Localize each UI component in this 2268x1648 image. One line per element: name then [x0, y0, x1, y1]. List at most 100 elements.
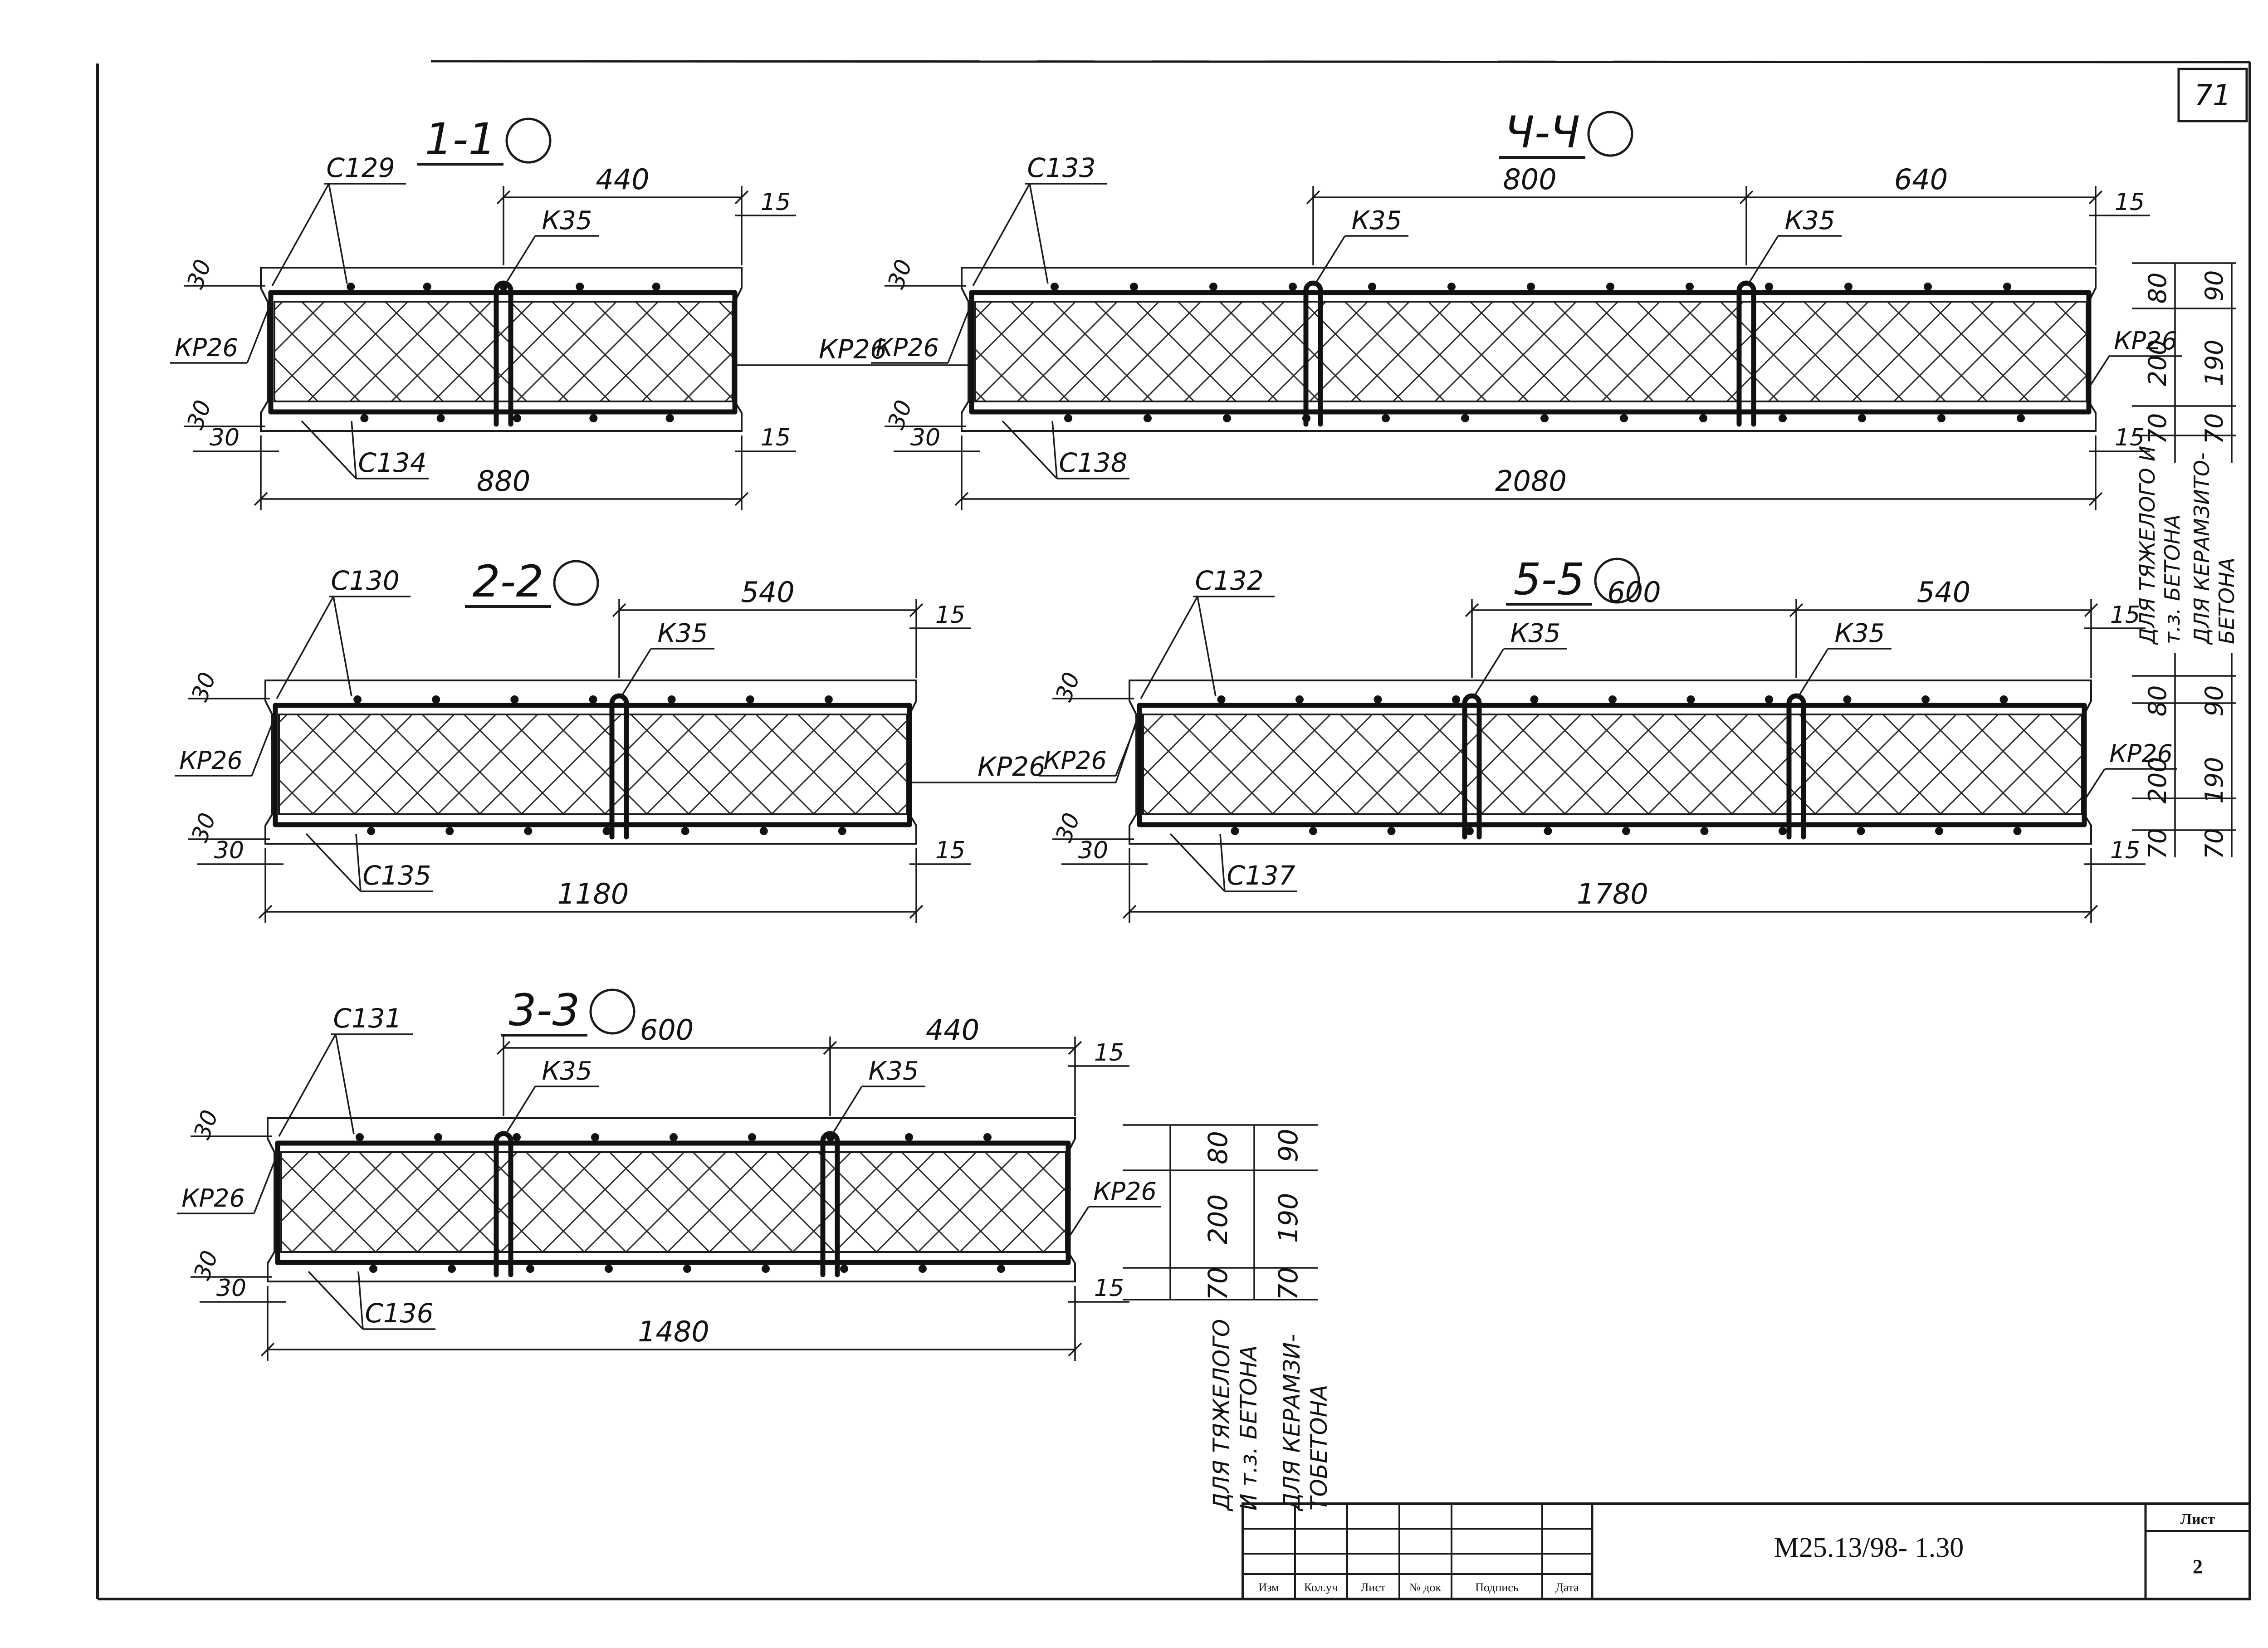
- side-frame-right-3: КР26: [1093, 1177, 1157, 1206]
- edge-right-bottom-4: 15: [2115, 424, 2145, 451]
- top-bars-label-4: С133: [1027, 152, 1095, 183]
- section-title-1: 1-1: [425, 114, 496, 165]
- bottom-bars-label-1: С134: [358, 447, 426, 478]
- shared-frame-label-row2: КР26: [912, 707, 1142, 783]
- loop-label-4-2: К35: [1784, 206, 1835, 235]
- span-3-2: 440: [926, 1013, 979, 1047]
- top-bars-label-5: С132: [1195, 565, 1263, 596]
- dim-right5-90: 90: [2200, 685, 2229, 717]
- thickness-dims-right: 80 200 70 90 190 70 ДЛЯ ТЯЖЕЛОГО И т.з. …: [2132, 262, 2239, 860]
- note-right-clay-1: ДЛЯ КЕРАМЗИТО-: [2190, 452, 2214, 645]
- dim-heavy-70: 70: [1202, 1267, 1233, 1301]
- dim-right-90: 90: [2200, 270, 2229, 302]
- bottom-bars-label-5: С137: [1227, 860, 1295, 891]
- note-heavy-concrete-2: И т.з. БЕТОНА: [1236, 1345, 1262, 1511]
- section-title-4: Ч-Ч: [1505, 107, 1580, 158]
- section-title-2: 2-2: [473, 556, 544, 607]
- note-clay-concrete-2: ТОБЕТОНА: [1306, 1385, 1332, 1511]
- dim-heavy-80: 80: [1202, 1131, 1233, 1164]
- dim-heavy-200: 200: [1202, 1194, 1233, 1245]
- edge-right-bottom-1: 15: [761, 424, 791, 451]
- col-list: Лист: [1361, 1581, 1385, 1594]
- edge-right-top-1: 15: [761, 189, 791, 216]
- note-heavy-concrete-1: ДЛЯ ТЯЖЕЛОГО: [1208, 1319, 1235, 1511]
- edge-right-bottom-2: 15: [935, 837, 965, 864]
- edge-right-top-2: 15: [935, 601, 965, 629]
- dim-right-190: 190: [2200, 339, 2229, 386]
- col-izm: Изм: [1258, 1581, 1279, 1594]
- dim-right5-190: 190: [2200, 757, 2229, 803]
- span-3-1: 600: [640, 1013, 694, 1047]
- edge-left-5: 30: [1078, 837, 1108, 864]
- edge-left-4: 30: [910, 424, 940, 451]
- loop-label-4-1: К35: [1351, 206, 1402, 235]
- dim-right5-200: 200: [2143, 757, 2172, 803]
- shared-frame-label-row1: КР26: [737, 334, 971, 366]
- edge-right-bottom-5: 15: [2110, 837, 2140, 864]
- span-2-1: 540: [741, 576, 794, 609]
- overall-width-3: 1480: [638, 1315, 709, 1348]
- side-frame-right-4: КР26: [2114, 327, 2177, 355]
- top-bars-label-2: С130: [331, 565, 399, 596]
- edge-left-1: 30: [210, 424, 240, 451]
- document-code: М25.13/98- 1.30: [1774, 1532, 1964, 1563]
- dim-clay-70: 70: [1273, 1267, 1304, 1301]
- side-frame-left-1: КР26: [175, 333, 238, 362]
- bottom-bars-label-3: С136: [365, 1298, 433, 1329]
- sheet-label: Лист: [2180, 1511, 2215, 1528]
- span-5-2: 540: [1917, 576, 1970, 609]
- bottom-bars-label-2: С135: [362, 860, 431, 891]
- top-bars-label-3: С131: [333, 1003, 401, 1034]
- side-frame-left-2: КР26: [179, 746, 243, 775]
- dim-clay-90: 90: [1273, 1129, 1304, 1162]
- span-4-2: 640: [1894, 163, 1948, 196]
- edge-right-top-3: 15: [1094, 1039, 1124, 1066]
- dim-right-200: 200: [2143, 339, 2172, 386]
- side-frame-left-3: КР26: [181, 1184, 245, 1213]
- page-number: 71: [2194, 79, 2231, 112]
- sheet-number: 2: [2193, 1555, 2203, 1578]
- section-title-3: 3-3: [509, 985, 580, 1036]
- edge-right-top-5: 15: [2110, 601, 2140, 629]
- overall-width-5: 1780: [1577, 877, 1648, 910]
- cover-top-1: 30: [182, 256, 216, 292]
- top-bars-label-1: С129: [326, 152, 395, 183]
- note-clay-concrete-1: ДЛЯ КЕРАМЗИ-: [1279, 1334, 1305, 1511]
- title-block: Изм Кол.уч Лист № док Подпись Дата М25.1…: [1242, 1502, 2251, 1600]
- loop-label-5-2: К35: [1834, 619, 1885, 648]
- loop-label-5-1: К35: [1510, 619, 1560, 648]
- cover-top-4: 30: [883, 256, 917, 292]
- thickness-dims-3-3: 80 200 70 90 190 70 ДЛЯ ТЯЖЕЛОГО И т.з. …: [1123, 1124, 1332, 1511]
- dim-right5-80: 80: [2143, 685, 2172, 717]
- shared-frame-label-2: КР26: [978, 751, 1046, 782]
- dim-right-70b: 70: [2200, 413, 2229, 445]
- loop-label-3-1: К35: [542, 1056, 592, 1086]
- dim-right-80: 80: [2143, 273, 2172, 304]
- cover-top-3: 30: [189, 1106, 223, 1143]
- edge-right-top-4: 15: [2115, 189, 2145, 216]
- side-frame-right-5: КР26: [2109, 739, 2173, 768]
- sections-layer: 1-18804401515303030С129С134К35КР262-2118…: [170, 107, 2182, 1361]
- edge-left-3: 30: [216, 1275, 246, 1302]
- overall-width-1: 880: [477, 465, 530, 498]
- dim-clay-190: 190: [1273, 1193, 1304, 1243]
- loop-label-3-2: К35: [868, 1056, 919, 1086]
- cover-top-2: 30: [186, 669, 221, 705]
- loop-label-2-1: К35: [657, 619, 708, 648]
- dim-right5-70b: 70: [2200, 828, 2229, 860]
- note-right-heavy-1: ДЛЯ ТЯЖЕЛОГО И: [2135, 446, 2160, 645]
- note-right-clay-2: БЕТОНА: [2214, 557, 2239, 644]
- dim-right-70: 70: [2143, 413, 2172, 445]
- dim-right5-70: 70: [2143, 828, 2172, 860]
- bottom-bars-label-4: С138: [1059, 447, 1127, 478]
- side-frame-left-5: КР26: [1043, 746, 1107, 775]
- overall-width-2: 1180: [557, 877, 629, 910]
- overall-width-4: 2080: [1495, 465, 1567, 498]
- note-right-heavy-2: т.з. БЕТОНА: [2160, 514, 2185, 644]
